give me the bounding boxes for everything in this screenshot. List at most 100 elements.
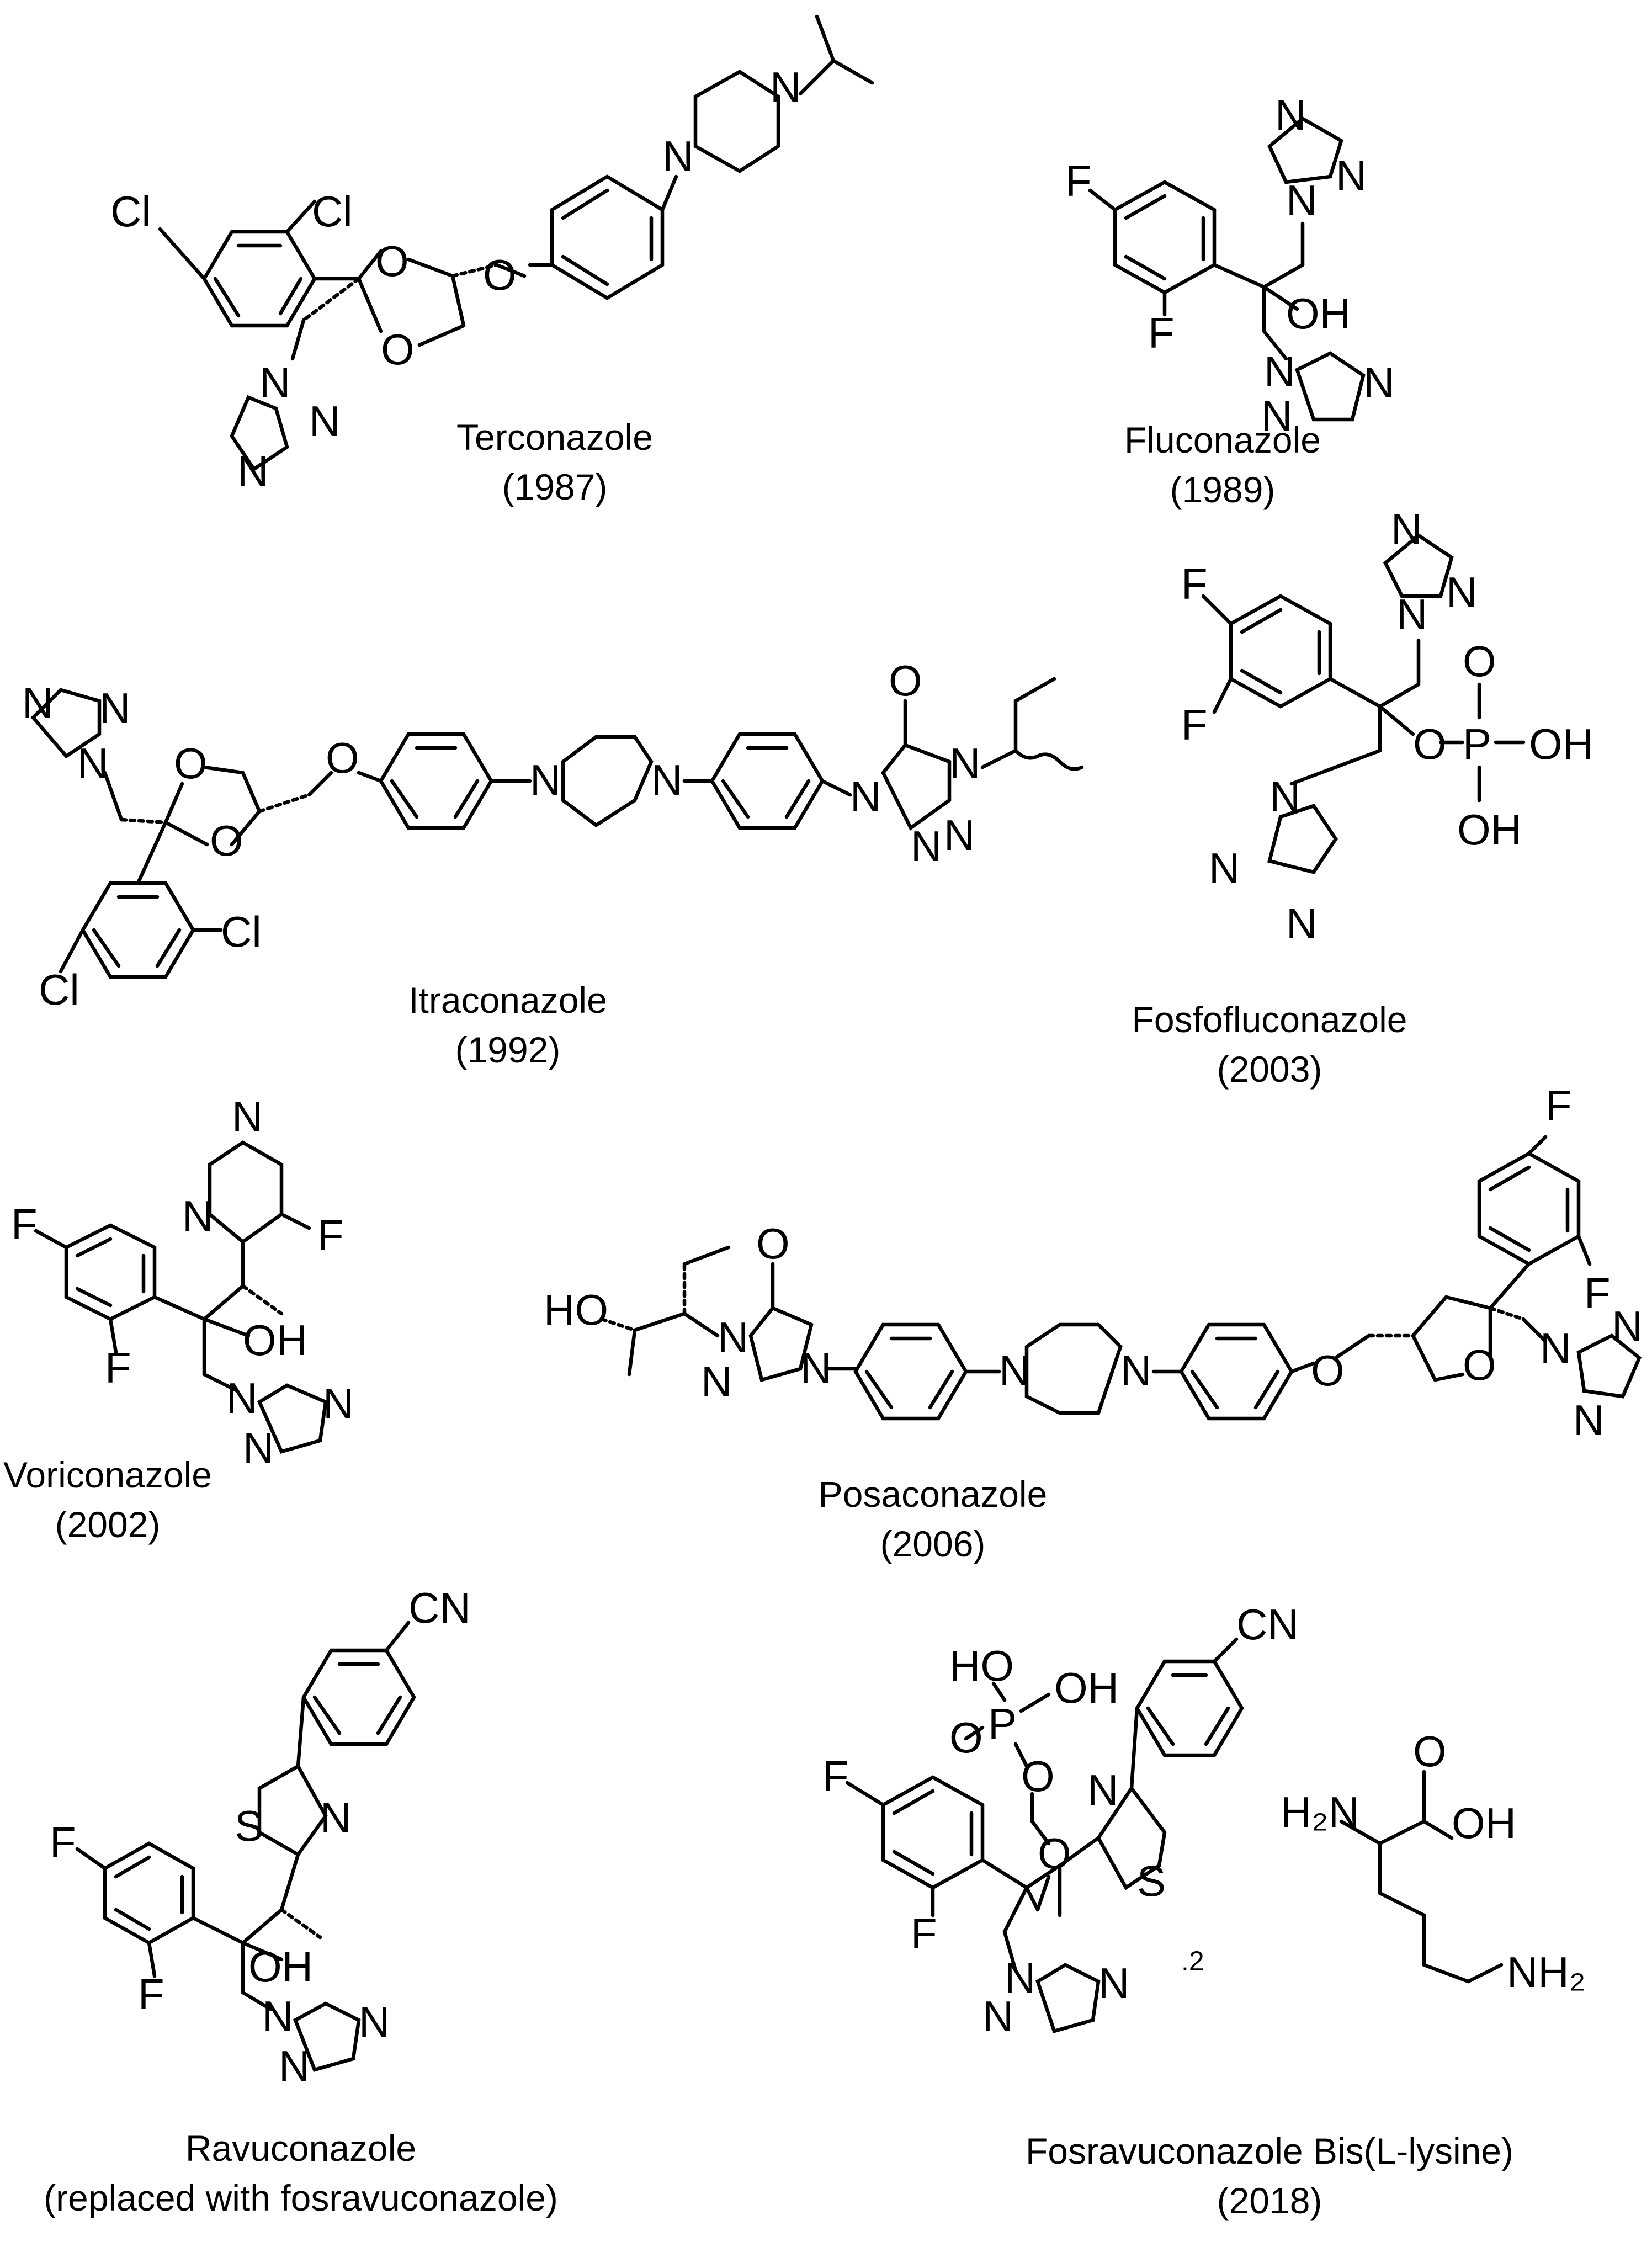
posaconazole-triazolone-n1: N (718, 1313, 748, 1362)
itraconazole-piperazine-n2: N (651, 756, 682, 804)
fosfofluconazole-triazole2-n2: N (1209, 844, 1240, 892)
fosfofluconazole-triazole-2 (1267, 804, 1338, 874)
voriconazole-f2: F (105, 1343, 131, 1392)
fosravuconazole-difluorophenyl (881, 1775, 985, 1890)
terconazole-piperazine-n2: N (770, 63, 801, 111)
posaconazole-triazole-n2: N (1612, 1302, 1643, 1351)
posaconazole-phenyl-1 (853, 1322, 968, 1421)
posaconazole-triazole-n1: N (1540, 1324, 1571, 1373)
terconazole-phenyl-2 (550, 174, 665, 300)
posaconazole-triazolone-n2: N (800, 1343, 831, 1392)
fosravuconazole-f1: F (822, 1752, 849, 1800)
fosravuconazole-ho: HO (949, 1641, 1014, 1690)
ravuconazole-structure: CN S N F F OH N N N Ravuconazole (replac… (44, 1584, 558, 2218)
voriconazole-pyrimidine (208, 1140, 284, 1245)
fosfofluconazole-triazole1-n2: N (1391, 504, 1422, 553)
fluconazole-triazole-2 (1295, 351, 1366, 422)
fosravuconazole-structure: HO P OH O O O CN N S F F (822, 1600, 1586, 2221)
itraconazole-cl1: Cl (221, 907, 262, 956)
itraconazole-piperazine-n1: N (530, 756, 561, 804)
voriconazole-triazole-n1: N (226, 1374, 257, 1422)
fluconazole-oh: OH (1286, 289, 1351, 338)
fosravuconazole-triazole-n2: N (1098, 1959, 1129, 2007)
fluconazole-triazole2-n1: N (1264, 347, 1295, 396)
terconazole-triazole-n3: N (237, 447, 268, 495)
itraconazole-o2: O (210, 816, 243, 865)
fosravuconazole-name: Fosravuconazole Bis(L-lysine) (1026, 2131, 1513, 2171)
ravuconazole-triazole-n2: N (359, 1997, 390, 2046)
fosfofluconazole-triazole-1 (1383, 533, 1454, 598)
ravuconazole-f1: F (50, 1818, 76, 1867)
voriconazole-triazole-n3: N (243, 1423, 274, 1472)
fluconazole-f2: F (1148, 309, 1175, 357)
terconazole-piperazine-n1: N (662, 132, 693, 180)
voriconazole-oh: OH (243, 1316, 307, 1364)
fluconazole-triazole2-n2: N (1363, 358, 1394, 407)
fosravuconazole-f2: F (911, 1909, 937, 1958)
itraconazole-triazolone (881, 743, 952, 831)
posaconazole-name: Posaconazole (819, 1474, 1048, 1515)
ravuconazole-triazole (293, 2001, 361, 2072)
itraconazole-o1: O (174, 739, 208, 788)
itraconazole-triazolone-n2: N (949, 739, 980, 788)
fluconazole-phenyl-ring (1113, 180, 1217, 295)
ravuconazole-note: (replaced with fosravuconazole) (44, 2177, 558, 2218)
fluconazole-triazole-1 (1267, 116, 1343, 184)
fluconazole-triazole1-n1: N (1286, 176, 1317, 225)
terconazole-cl-left: Cl (110, 187, 151, 236)
terconazole-cl-right: Cl (312, 187, 353, 236)
ravuconazole-cn: CN (408, 1584, 471, 1632)
itraconazole-carbonyl-o: O (889, 656, 922, 705)
fosravuconazole-thiazole-n: N (1087, 1766, 1118, 1814)
posaconazole-triazole (1576, 1333, 1642, 1399)
posaconazole-f2: F (1584, 1269, 1611, 1317)
lysine-h2n: H₂N (1281, 1788, 1359, 1836)
itraconazole-triazolone-n1: N (850, 772, 881, 821)
posaconazole-phenyl-2 (1179, 1322, 1294, 1421)
itraconazole-triazolone-n4: N (944, 811, 975, 859)
fosfofluconazole-f1: F (1181, 560, 1208, 608)
fosfofluconazole-oh2: OH (1457, 805, 1522, 854)
posaconazole-structure: HO N O N N N N O O (544, 1081, 1643, 1564)
itraconazole-name: Itraconazole (408, 980, 607, 1021)
terconazole-name: Terconazole (456, 417, 653, 458)
fluconazole-year: (1989) (1170, 469, 1276, 510)
fosravuconazole-o1: O (1021, 1752, 1055, 1800)
itraconazole-ether-o: O (326, 734, 359, 782)
posaconazole-triazolone (748, 1306, 814, 1383)
fosfofluconazole-triazole1-n3: N (1446, 568, 1477, 617)
fluconazole-structure: F F N N N OH N N N Fluconazole (1989) (1065, 91, 1394, 510)
fosfofluconazole-oh1: OH (1529, 720, 1593, 768)
voriconazole-f3: F (317, 1211, 344, 1260)
posaconazole-carbonyl-o: O (756, 1219, 790, 1268)
posaconazole-piperazine (1024, 1322, 1123, 1415)
fosravuconazole-thiazole (1096, 1785, 1167, 1890)
fosravuconazole-po: O (949, 1713, 983, 1762)
voriconazole-triazole-n2: N (323, 1379, 354, 1428)
itraconazole-triazole-n1: N (22, 678, 53, 727)
ravuconazole-triazole-n3: N (279, 2042, 310, 2090)
posaconazole-f1: F (1545, 1081, 1572, 1130)
fosravuconazole-thiazole-s: S (1137, 1857, 1166, 1905)
fluconazole-f1: F (1065, 157, 1092, 205)
itraconazole-triazole (30, 688, 102, 759)
itraconazole-cl2: Cl (39, 965, 79, 1014)
itraconazole-phenyl-2 (710, 732, 825, 830)
fosfofluconazole-triazole2-n3: N (1286, 899, 1317, 948)
posaconazole-thf-o: O (1463, 1341, 1496, 1389)
itraconazole-triazole-n2: N (99, 684, 130, 732)
terconazole-triazole-n2: N (309, 397, 340, 445)
posaconazole-difluorophenyl (1477, 1151, 1581, 1266)
lysine-oh: OH (1452, 1799, 1516, 1847)
fosfofluconazole-f2: F (1181, 700, 1208, 749)
terconazole-structure: Cl Cl O O O N N N N N Terconazole (110, 14, 874, 507)
itraconazole-year: (1992) (455, 1029, 561, 1070)
fosravuconazole-triazole-n3: N (982, 1992, 1013, 2041)
fosfofluconazole-po: O (1463, 637, 1496, 686)
fosravuconazole-p: P (988, 1699, 1017, 1748)
ravuconazole-oh: OH (248, 1942, 313, 1991)
ravuconazole-f2: F (138, 1970, 164, 2018)
voriconazole-year: (2002) (55, 1504, 161, 1545)
ravuconazole-thiazole-n: N (320, 1793, 351, 1842)
